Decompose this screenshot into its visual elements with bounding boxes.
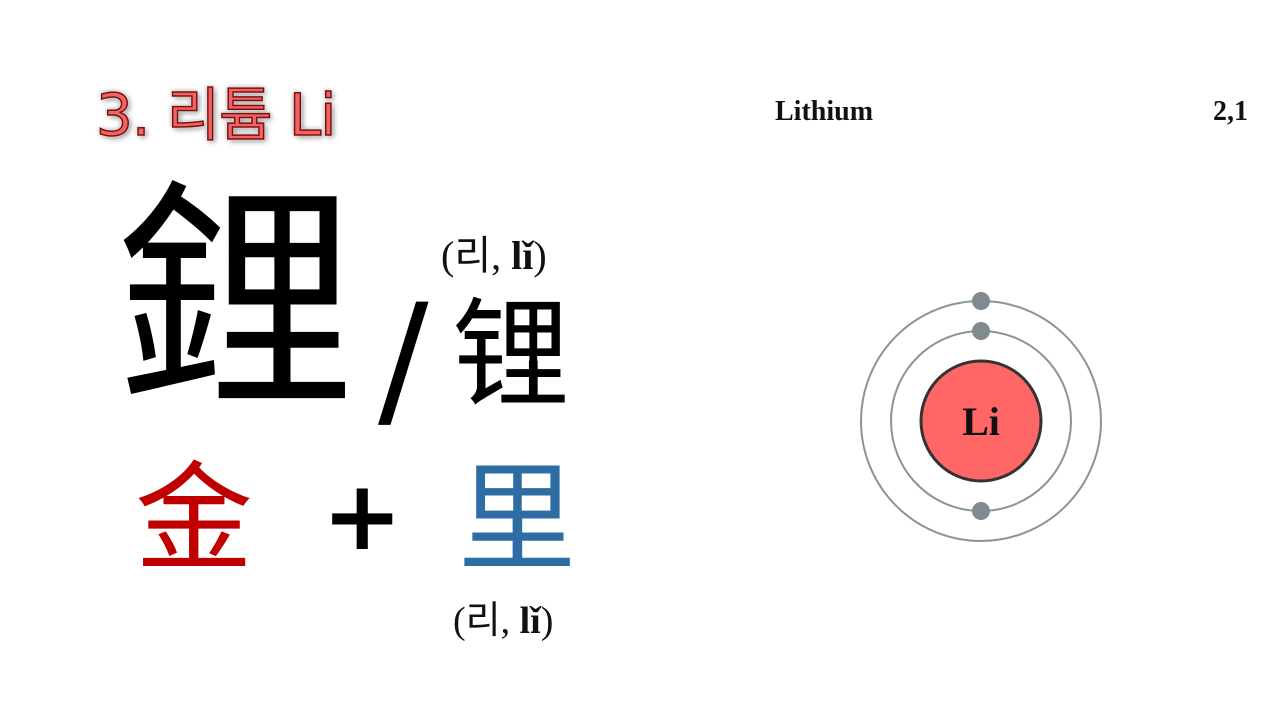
plus-sign: + [322, 460, 403, 572]
reading-top-close: ) [533, 233, 547, 278]
reading-top: (리, lǐ) [441, 236, 547, 276]
nucleus-symbol: Li [962, 399, 1000, 444]
element-name: Lithium [775, 96, 874, 127]
electron [972, 322, 990, 340]
reading-bottom-open: ( [453, 600, 466, 642]
nucleus [919, 359, 1043, 483]
reading-bottom-hangul: 리 [465, 600, 501, 642]
reading-bottom-pinyin: lǐ [519, 600, 541, 642]
traditional-character: 鋰 [116, 160, 357, 440]
reading-top-comma: , [491, 233, 512, 278]
electron [972, 502, 990, 520]
bohr-model-diagram: Li [860, 292, 1102, 542]
phonetic-character: 里 [458, 450, 577, 588]
reading-top-hangul: 리 [454, 233, 492, 278]
electron [972, 292, 990, 310]
slide-title: 3. 리튬 Li [95, 80, 337, 150]
reading-top-pinyin: lǐ [511, 233, 534, 278]
reading-bottom-close: ) [540, 600, 554, 642]
radical-character: 金 [135, 450, 254, 588]
electron-configuration: 2,1 [1213, 96, 1248, 127]
reading-bottom-comma: , [500, 600, 520, 642]
reading-top-open: ( [441, 233, 455, 278]
simplified-character: 锂 [452, 286, 571, 424]
character-separator: / [378, 273, 429, 447]
reading-bottom: (리, lǐ) [453, 602, 553, 640]
